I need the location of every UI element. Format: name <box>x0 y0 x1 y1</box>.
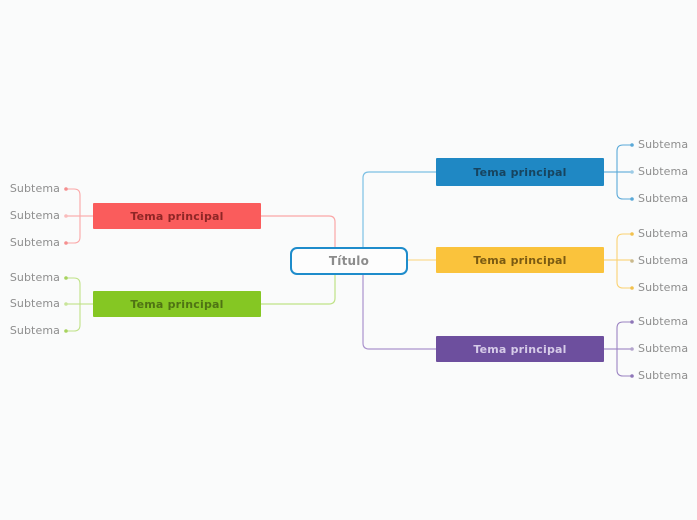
subtopic-yellow-2[interactable]: Subtema <box>638 254 688 268</box>
sub-dot <box>630 374 634 378</box>
subtree-purple <box>604 321 632 377</box>
sub-dot <box>64 214 68 218</box>
topic-node-green-label: Tema principal <box>130 297 224 311</box>
subtopic-blue-2-label: Subtema <box>638 165 689 178</box>
sub-dot <box>64 187 68 191</box>
sub-dot <box>630 170 634 174</box>
subtopic-blue-2[interactable]: Subtema <box>638 165 688 179</box>
subtopic-yellow-2-label: Subtema <box>638 254 689 267</box>
sub-dot <box>630 232 634 236</box>
subtree-red <box>66 188 93 244</box>
subtopic-green-3[interactable]: Subtema <box>0 324 60 338</box>
subtree-yellow <box>604 233 632 289</box>
subtopic-blue-3[interactable]: Subtema <box>638 192 688 206</box>
subtopic-purple-2[interactable]: Subtema <box>638 342 688 356</box>
trunk-purple <box>356 261 436 350</box>
sub-dot <box>630 347 634 351</box>
sub-dot <box>64 302 68 306</box>
topic-node-green[interactable]: Tema principal <box>93 291 261 317</box>
subtopic-purple-2-label: Subtema <box>638 342 689 355</box>
subtopic-red-1[interactable]: Subtema <box>0 182 60 196</box>
topic-node-blue-label: Tema principal <box>473 165 567 179</box>
subtopic-green-1[interactable]: Subtema <box>0 271 60 285</box>
topic-node-red-label: Tema principal <box>130 209 224 223</box>
subtopic-red-2[interactable]: Subtema <box>0 209 60 223</box>
sub-dot <box>630 320 634 324</box>
subtopic-blue-1[interactable]: Subtema <box>638 138 688 152</box>
subtopic-blue-3-label: Subtema <box>638 192 689 205</box>
subtopic-green-2-label: Subtema <box>9 297 60 310</box>
root-node-label: Título <box>328 254 370 268</box>
subtopic-green-1-label: Subtema <box>9 271 60 284</box>
subtopic-purple-1-label: Subtema <box>638 315 689 328</box>
sub-dot <box>630 286 634 290</box>
subtopic-green-3-label: Subtema <box>9 324 60 337</box>
subtopic-yellow-1[interactable]: Subtema <box>638 227 688 241</box>
subtopic-blue-1-label: Subtema <box>638 138 689 151</box>
topic-node-yellow-label: Tema principal <box>473 253 567 267</box>
subtree-blue <box>604 144 632 200</box>
sub-dot <box>64 241 68 245</box>
topic-node-purple-label: Tema principal <box>473 342 567 356</box>
subtopic-yellow-1-label: Subtema <box>638 227 689 240</box>
subtopic-green-2[interactable]: Subtema <box>0 297 60 311</box>
subtopic-purple-3-label: Subtema <box>638 369 689 382</box>
subtopic-purple-3[interactable]: Subtema <box>638 369 688 383</box>
subtopic-purple-1[interactable]: Subtema <box>638 315 688 329</box>
subtopic-yellow-3[interactable]: Subtema <box>638 281 688 295</box>
topic-node-yellow[interactable]: Tema principal <box>436 247 604 273</box>
subtree-green <box>66 277 93 332</box>
subtopic-red-1-label: Subtema <box>9 182 60 195</box>
topic-node-red[interactable]: Tema principal <box>93 203 261 229</box>
sub-dot <box>630 259 634 263</box>
sub-dot <box>64 329 68 333</box>
topic-node-blue[interactable]: Tema principal <box>436 158 604 186</box>
sub-dot <box>64 276 68 280</box>
subtopic-red-2-label: Subtema <box>9 209 60 222</box>
subtopic-red-3[interactable]: Subtema <box>0 236 60 250</box>
subtopic-red-3-label: Subtema <box>9 236 60 249</box>
subtopic-yellow-3-label: Subtema <box>638 281 689 294</box>
sub-dot <box>630 143 634 147</box>
sub-dot <box>630 197 634 201</box>
topic-node-purple[interactable]: Tema principal <box>436 336 604 362</box>
root-node[interactable]: Título <box>290 247 408 275</box>
